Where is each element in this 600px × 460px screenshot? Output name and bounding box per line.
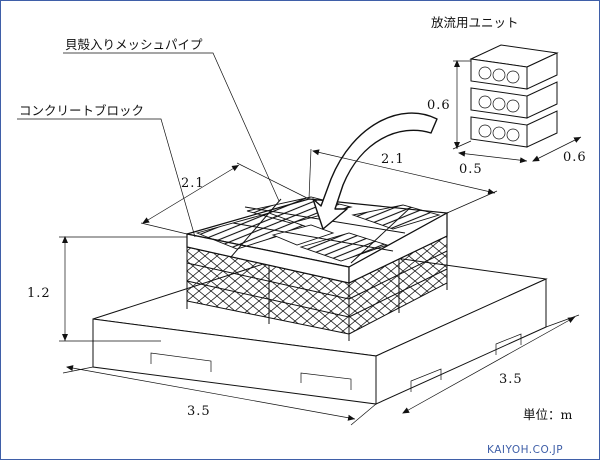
block-front-dimension: 3.5 — [187, 404, 211, 419]
concrete-block-label: コンクリートブロック — [19, 103, 144, 118]
block-side-dimension: 3.5 — [499, 372, 523, 387]
drain-unit-illustration — [469, 44, 559, 148]
frame-height-dimension: 1.2 — [27, 286, 51, 301]
frame-width-dimension: 2.1 — [381, 152, 405, 167]
unit-note: 単位：m — [523, 407, 573, 422]
drain-unit-label: 放流用ユニット — [431, 15, 519, 30]
dimension-lines — [59, 60, 582, 426]
unit-height-dimension: 0.6 — [427, 98, 451, 113]
leader-lines — [17, 52, 280, 238]
unit-depth-dimension: 0.6 — [563, 150, 587, 165]
frame-depth-dimension: 2.1 — [181, 176, 205, 191]
mesh-pipe-label: 貝殻入りメッシュパイプ — [65, 37, 203, 52]
unit-width-dimension: 0.5 — [459, 162, 483, 177]
site-credit: KAIYOH.CO.JP — [487, 444, 563, 456]
reef-frame — [186, 196, 449, 341]
